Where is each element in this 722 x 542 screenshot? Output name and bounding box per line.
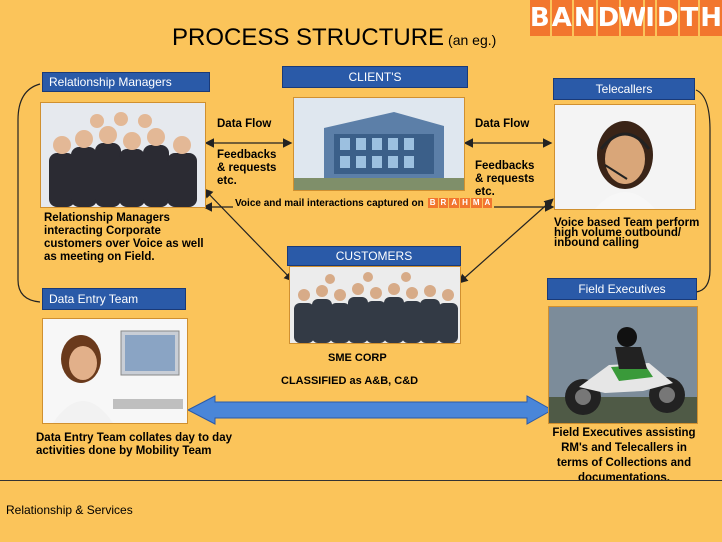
brand-letter: T — [680, 0, 699, 36]
brahma-letter: B — [427, 198, 438, 209]
brand-letter: A — [551, 0, 572, 36]
classified-label: CLASSIFIED as A&B, C&D — [281, 375, 419, 387]
clients-header: CLIENT'S — [282, 66, 468, 88]
right-bracket-line — [695, 89, 711, 293]
brand-letter: B — [529, 0, 550, 36]
relationship-managers-photo — [40, 102, 206, 208]
title-text: PROCESS STRUCTURE — [172, 24, 445, 51]
telecaller-description: Voice based Team perform high volume out… — [554, 217, 700, 249]
data-entry-header: Data Entry Team — [42, 288, 186, 310]
telecallers-header: Telecallers — [553, 78, 695, 100]
sme-label: SME CORP — [328, 352, 387, 364]
telecaller-photo — [554, 104, 696, 210]
right-data-flow-label: Data Flow — [475, 118, 530, 130]
field-executives-header: Field Executives — [547, 278, 697, 300]
brand-letter: W — [618, 0, 647, 36]
field-executive-description: Field Executives assisting RM's and Tele… — [552, 427, 696, 484]
interactions-text: Voice and mail interactions captured on — [235, 198, 424, 209]
customers-header: CUSTOMERS — [287, 246, 461, 266]
left-data-flow-label: Data Flow — [217, 118, 272, 130]
title-subtitle: (an eg.) — [448, 32, 497, 48]
brand-letter: I — [645, 0, 655, 36]
data-entry-description: Data Entry Team collates day to day acti… — [36, 432, 232, 457]
brand-letter: D — [656, 0, 679, 36]
brand-letter: H — [700, 0, 722, 36]
footer-divider — [0, 480, 722, 481]
brahma-letter: A — [449, 198, 460, 209]
client-building-photo — [293, 97, 465, 191]
brahma-letter: M — [470, 198, 482, 209]
left-feedbacks-label: Feedbacks & requests etc. — [217, 149, 277, 187]
brahma-letter: A — [482, 198, 493, 209]
data-entry-photo — [42, 318, 188, 424]
rm-description: Relationship Managers interacting Corpor… — [44, 212, 204, 263]
rm-customer-arrow — [203, 188, 294, 282]
relationship-managers-header: Relationship Managers — [42, 72, 210, 92]
brahma-letter: H — [460, 198, 470, 209]
brand-letter: N — [573, 0, 596, 36]
footer-text: Relationship & Services — [6, 503, 133, 517]
data-entry-field-arrow — [186, 395, 554, 425]
brand-letter: D — [597, 0, 620, 36]
telecaller-customer-arrow — [458, 198, 554, 284]
brahma-letter: R — [438, 198, 449, 209]
right-feedbacks-label: Feedbacks & requests etc. — [475, 160, 535, 198]
field-executive-photo — [548, 306, 698, 424]
page-title: PROCESS STRUCTURE(an eg.) — [172, 24, 496, 52]
left-bracket-line — [17, 83, 41, 303]
customers-photo — [289, 266, 461, 344]
